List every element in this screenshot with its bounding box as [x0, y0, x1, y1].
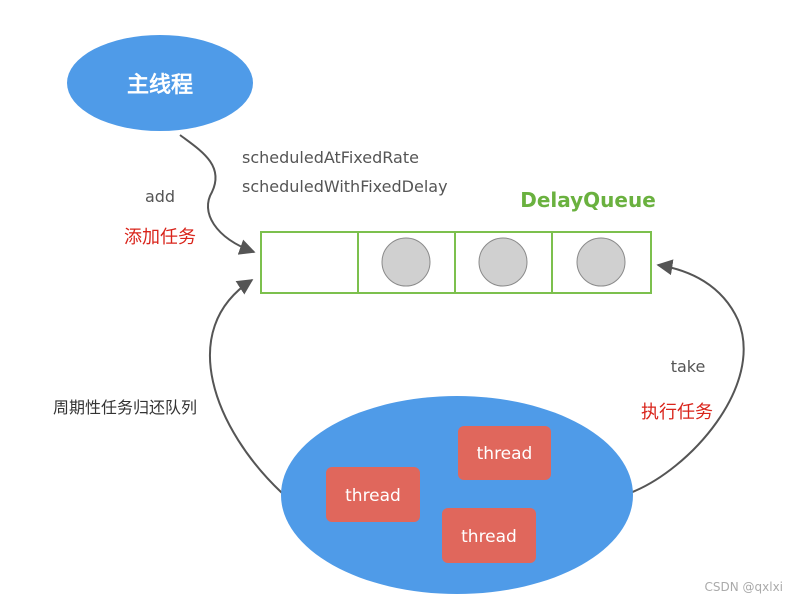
take-arrow — [629, 259, 745, 494]
thread-label: thread — [461, 527, 517, 547]
task-circle — [478, 237, 528, 287]
task-circle — [576, 237, 626, 287]
task-circle — [381, 237, 431, 287]
thread-label: thread — [477, 444, 533, 464]
return-arrow — [208, 279, 283, 494]
queue-title: DelayQueue — [520, 188, 656, 212]
thread-label: thread — [345, 486, 401, 506]
watermark: CSDN @qxlxi — [704, 580, 783, 594]
thread-box — [326, 467, 420, 522]
return-label: 周期性任务归还队列 — [53, 398, 197, 417]
queue-slot-empty — [260, 231, 359, 294]
thread-box — [458, 426, 551, 480]
add-label: add — [145, 187, 175, 206]
add-arrow — [179, 134, 256, 255]
delay-queue — [260, 231, 652, 294]
method-fixed-rate: scheduledAtFixedRate — [242, 148, 419, 167]
add-desc: 添加任务 — [124, 227, 196, 248]
take-label: take — [671, 357, 706, 376]
method-fixed-delay: scheduledWithFixedDelay — [242, 177, 448, 196]
main-thread-label: 主线程 — [127, 72, 193, 98]
take-desc: 执行任务 — [641, 402, 713, 423]
thread-box — [442, 508, 536, 563]
main-thread-ellipse — [67, 35, 253, 131]
